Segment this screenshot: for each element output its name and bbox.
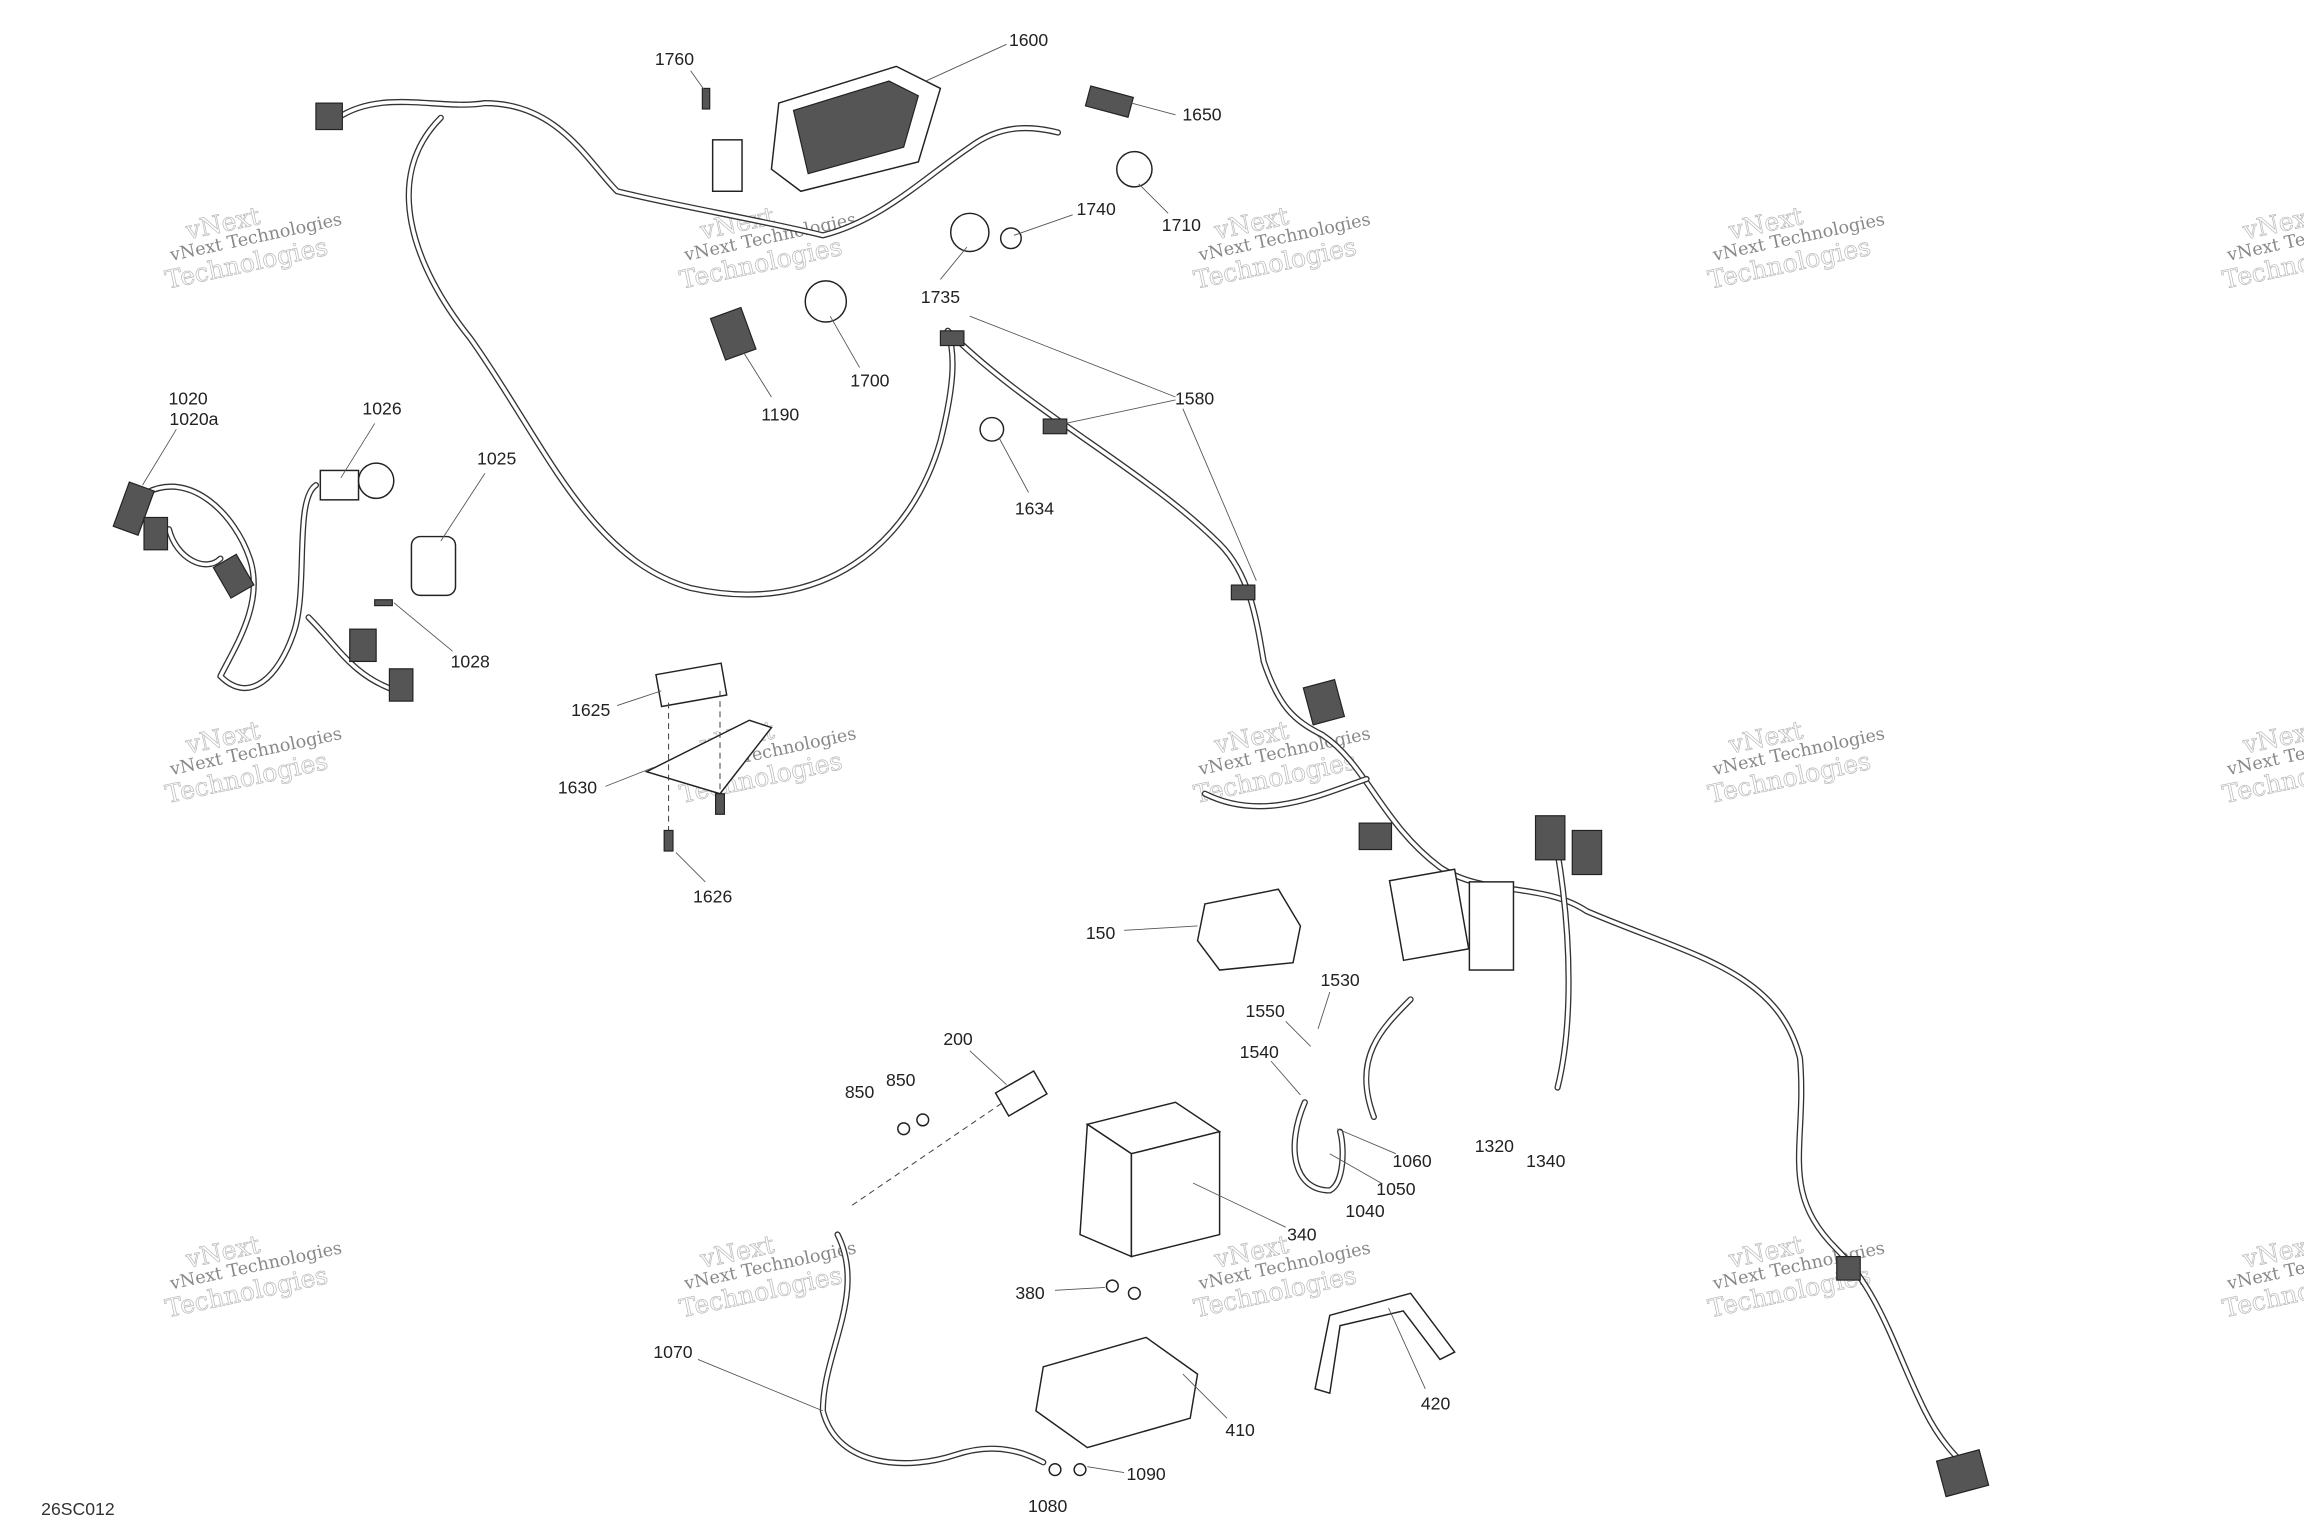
callout-1625: 1625 (571, 700, 610, 720)
part-1634-plug (979, 416, 1005, 442)
callout-380: 380 (1015, 1283, 1045, 1303)
callout-1070: 1070 (653, 1342, 692, 1362)
callout-1060: 1060 (1392, 1151, 1431, 1171)
callout-1530: 1530 (1320, 970, 1359, 990)
leader-lines (142, 43, 1426, 1474)
callout-150: 150 (1086, 923, 1116, 943)
callout-1020a: 1020a (169, 409, 218, 429)
callout-1626: 1626 (693, 886, 732, 906)
part-1600-instrument-cluster (770, 65, 942, 193)
callout-340: 340 (1287, 1224, 1317, 1244)
part-1580-clips (939, 330, 1256, 601)
callout-labels: 1600 1760 1650 1740 1710 1735 1700 1190 … (168, 30, 1565, 1516)
part-1735-switch (949, 212, 990, 253)
callout-1634: 1634 (1015, 499, 1054, 519)
callout-1735: 1735 (921, 287, 960, 307)
callout-1630: 1630 (558, 778, 597, 798)
callout-1040: 1040 (1345, 1201, 1384, 1221)
callout-1050: 1050 (1376, 1179, 1415, 1199)
callout-1700: 1700 (850, 371, 889, 391)
callout-1760: 1760 (655, 49, 694, 69)
callout-850-right: 850 (886, 1070, 916, 1090)
callout-1650: 1650 (1182, 105, 1221, 125)
part-340-battery (1079, 1101, 1222, 1258)
callout-1580: 1580 (1175, 388, 1214, 408)
callout-1540: 1540 (1240, 1042, 1279, 1062)
part-1080-nut (1048, 1463, 1062, 1477)
part-1090-washer (1073, 1463, 1087, 1477)
callout-1026: 1026 (362, 399, 401, 419)
callout-1320: 1320 (1475, 1136, 1514, 1156)
part-1710-connector (1116, 150, 1153, 188)
callout-1340: 1340 (1526, 1151, 1565, 1171)
part-380-screw (1105, 1279, 1119, 1293)
part-1700-switch (804, 280, 848, 323)
part-1028-screw (374, 599, 393, 607)
part-1025-bracket (410, 535, 457, 597)
main-wiring-harness (315, 98, 1990, 1498)
callout-200: 200 (943, 1029, 973, 1049)
part-420-strap (1314, 1292, 1456, 1395)
part-1650-connector (1084, 85, 1135, 118)
part-1625-module (655, 662, 728, 708)
callout-1710: 1710 (1162, 215, 1201, 235)
part-1026-power-outlet (319, 462, 395, 501)
part-150-regulator (1196, 888, 1302, 971)
part-1760-screw (701, 87, 711, 110)
part-1190-connector (709, 306, 757, 361)
callout-1025: 1025 (477, 449, 516, 469)
callout-1740: 1740 (1077, 199, 1116, 219)
part-200-solenoid (994, 1069, 1048, 1117)
callout-1020: 1020 (168, 388, 207, 408)
callout-1028: 1028 (451, 651, 490, 671)
part-850-nut (897, 1122, 911, 1136)
drawing-code: 26SC012 (41, 1499, 115, 1519)
part-1630-bracket (644, 719, 773, 795)
callout-1600: 1600 (1009, 30, 1048, 50)
part-1740-nut (999, 227, 1022, 250)
callout-1080: 1080 (1028, 1496, 1067, 1516)
callout-410: 410 (1225, 1420, 1255, 1440)
callout-1190: 1190 (761, 404, 799, 424)
callout-420: 420 (1421, 1393, 1451, 1413)
part-1070-cable (819, 1231, 1047, 1467)
callout-1550: 1550 (1246, 1001, 1285, 1021)
callout-1090: 1090 (1127, 1464, 1166, 1484)
callout-850-left: 850 (845, 1082, 875, 1102)
part-1020-accessory-harness (112, 481, 414, 702)
part-1626-screw (663, 829, 674, 852)
part-410-battery-tray (1035, 1336, 1199, 1449)
